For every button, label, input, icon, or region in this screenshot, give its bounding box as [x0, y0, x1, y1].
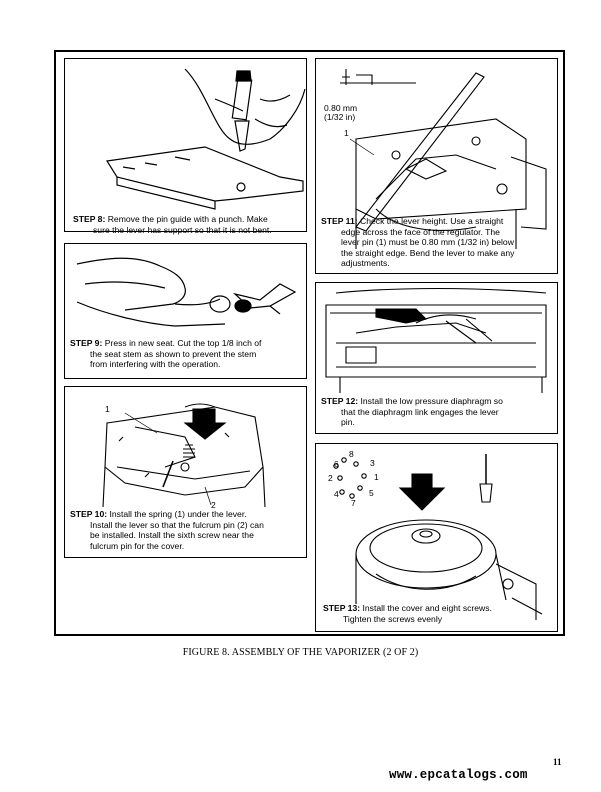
callout-1: 1 — [105, 404, 110, 414]
sequence-3: 3 — [370, 458, 375, 468]
panel-step-8: STEP 8: Remove the pin guide with a punc… — [64, 58, 307, 235]
step-text: from interfering with the operation. — [90, 359, 221, 370]
step-text: edge across the face of the regulator. T… — [341, 226, 500, 237]
step-text: Tighten the screws evenly — [343, 613, 443, 624]
sequence-7: 7 — [351, 498, 356, 508]
panel-step-12: STEP 12: Install the low pressure diaphr… — [315, 282, 558, 434]
step-text: pin. — [341, 417, 355, 428]
step-text: fulcrum pin for the cover. — [90, 540, 185, 551]
panel-step-13: 6 8 3 2 1 4 5 7 STEP 13: Install the cov… — [315, 443, 558, 632]
step-text: lever pin (1) must be 0.80 mm (1/32 in) … — [341, 237, 514, 248]
page-number: 11 — [553, 757, 562, 767]
step-text: sure the lever has support so that it is… — [93, 224, 272, 235]
callout-2: 2 — [211, 500, 216, 510]
step-number: STEP 10: — [70, 509, 108, 519]
step-text: Install the lever so that the fulcrum pi… — [90, 519, 264, 530]
step-text: Press in new seat. Cut the top 1/8 inch … — [104, 338, 262, 348]
step-text: adjustments. — [341, 258, 390, 269]
figure-caption: FIGURE 8. ASSEMBLY OF THE VAPORIZER (2 O… — [182, 647, 419, 658]
sequence-4: 4 — [334, 489, 339, 499]
sequence-1: 1 — [374, 472, 379, 482]
step-number: STEP 9: — [70, 338, 103, 348]
step-text: that the diaphragm link engages the leve… — [341, 406, 499, 417]
step-number: STEP 13: — [323, 603, 361, 613]
step-text: the seat stem as shown to prevent the st… — [90, 348, 257, 359]
step-number: STEP 8: — [73, 214, 106, 224]
illustration-pin-guide-removal — [106, 68, 306, 210]
illustration-lever-height-check — [340, 69, 547, 249]
step-text: Install the low pressure diaphragm so — [360, 396, 503, 406]
illustration-seat-press — [76, 257, 297, 327]
step-text: Check the lever height. Use a straight — [360, 216, 504, 226]
dimension-label-mm: 0.80 mm — [324, 103, 358, 113]
step-number: STEP 11: — [321, 216, 358, 226]
sequence-8: 8 — [349, 449, 354, 459]
watermark-url: www.epcatalogs.com — [389, 768, 528, 782]
step-text: Remove the pin guide with a punch. Make — [107, 214, 268, 224]
panel-step-10: 1 2 STEP 10: Install the spring (1) unde… — [64, 386, 307, 558]
illustration-cover-install — [333, 454, 543, 620]
panel-step-9: STEP 9: Press in new seat. Cut the top 1… — [64, 243, 307, 379]
sequence-6: 6 — [334, 459, 339, 469]
illustration-diaphragm-install — [325, 287, 547, 393]
step-text: Install the spring (1) under the lever. — [109, 509, 247, 519]
panel-step-11: 0.80 mm (1/32 in) 1 STEP 11: Check the l… — [315, 58, 558, 274]
illustration-spring-lever-install — [102, 403, 266, 508]
figure-frame: STEP 8: Remove the pin guide with a punc… — [54, 50, 565, 636]
step-number: STEP 12: — [321, 396, 359, 406]
step-text: be installed. Install the sixth screw ne… — [90, 530, 254, 541]
step-text: the straight edge. Bend the lever to mak… — [341, 247, 515, 258]
sequence-2: 2 — [328, 473, 333, 483]
step-text: Install the cover and eight screws. — [362, 603, 492, 613]
dimension-label-in: (1/32 in) — [324, 112, 356, 122]
sequence-5: 5 — [369, 488, 374, 498]
callout-1: 1 — [344, 128, 349, 138]
